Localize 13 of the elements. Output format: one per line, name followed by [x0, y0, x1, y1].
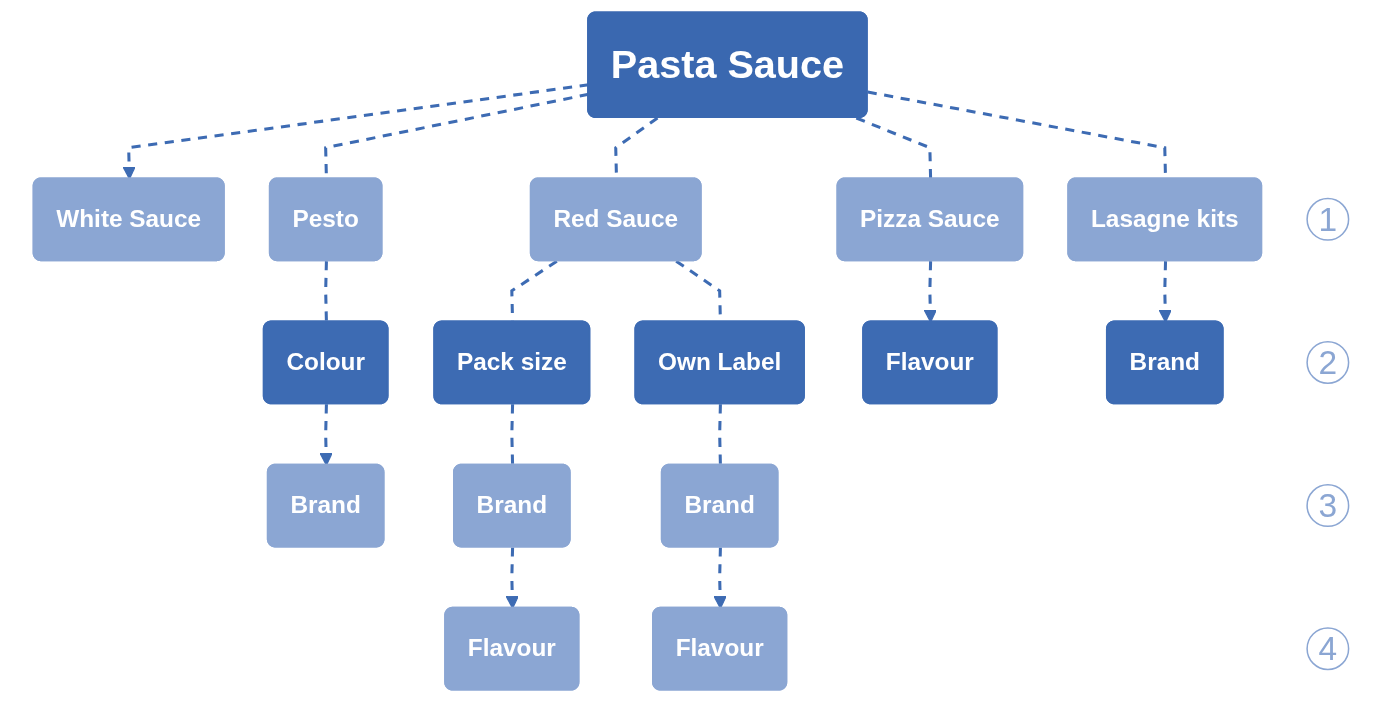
node-circle: 2	[1306, 340, 1350, 384]
arrow	[505, 547, 519, 609]
connector	[510, 404, 515, 466]
node-circle: 3	[1306, 484, 1350, 528]
arrow	[713, 547, 727, 609]
node-circle: 1	[1306, 197, 1350, 241]
arrow	[923, 261, 937, 323]
arrow	[1158, 261, 1172, 323]
connector	[855, 116, 933, 179]
connector	[324, 261, 328, 323]
arrow	[319, 404, 333, 466]
connector	[718, 404, 722, 466]
node-circle: 4	[1306, 627, 1350, 671]
